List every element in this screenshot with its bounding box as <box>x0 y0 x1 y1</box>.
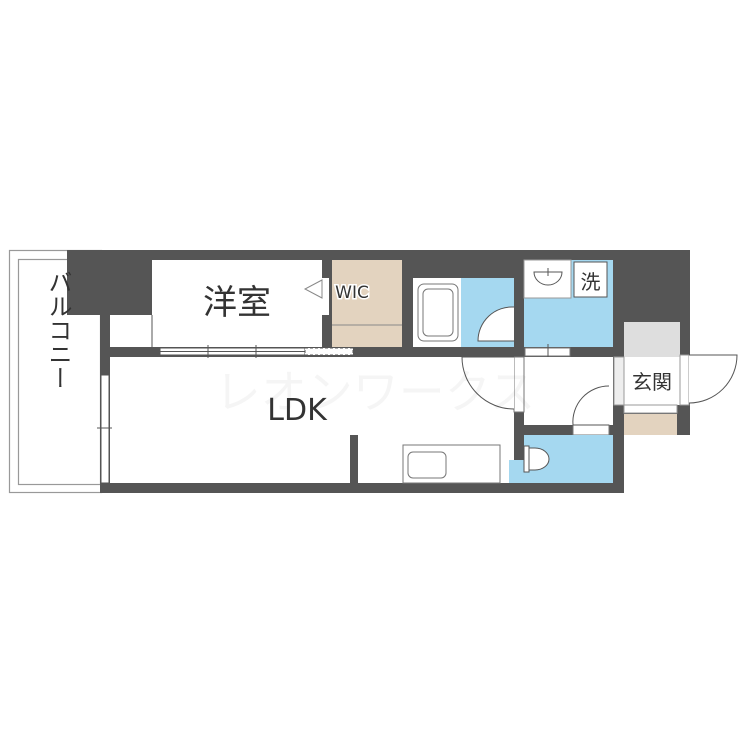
entrance-label: 玄関 <box>632 370 672 394</box>
sink-icon <box>533 271 563 286</box>
western-room <box>152 260 322 347</box>
entrance-step <box>624 357 680 405</box>
kitchen-counter <box>402 444 501 484</box>
ldk-door <box>461 356 525 413</box>
washer-label: 洗 <box>581 270 601 294</box>
ldk-window <box>97 374 112 484</box>
bath-door <box>477 306 515 342</box>
entrance-door <box>679 354 738 406</box>
bathtub-inner <box>422 288 454 337</box>
ldk-partition <box>350 435 358 483</box>
wic-door-arrow-icon <box>303 279 323 299</box>
closet-nook <box>110 315 152 347</box>
entrance-inner-door <box>613 356 625 406</box>
entrance-shelf <box>623 404 678 414</box>
wic-label: WIC <box>335 283 369 303</box>
wic-area <box>332 260 402 347</box>
ldk-label: LDK <box>267 393 328 428</box>
folding-door <box>304 347 354 356</box>
toilet-alcove <box>509 460 524 483</box>
bathtub-icon <box>417 283 459 342</box>
watermark: レオンワークス <box>215 365 536 419</box>
western-room-label: 洋室 <box>203 283 271 323</box>
washer-space <box>573 261 608 298</box>
toilet-icon <box>524 447 550 471</box>
sink-counter <box>523 259 572 299</box>
balcony-label: バルコニー <box>44 270 72 390</box>
wic-door <box>322 278 329 315</box>
shoe-box <box>624 414 677 435</box>
